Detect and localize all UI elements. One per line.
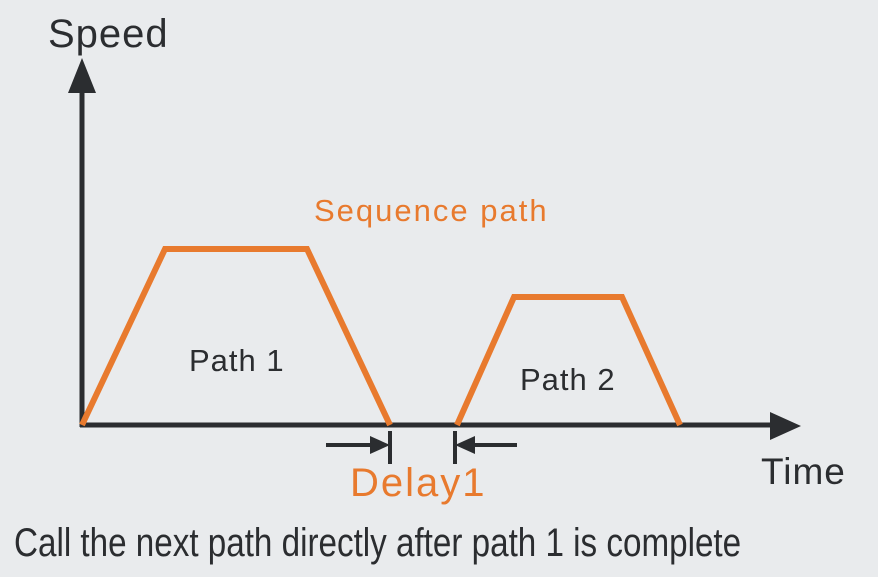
path1-label: Path 1 xyxy=(189,343,285,378)
y-axis-label: Speed xyxy=(48,12,169,56)
path2-label: Path 2 xyxy=(520,362,616,397)
delay-label: Delay1 xyxy=(350,461,487,505)
sequence-path-label: Sequence path xyxy=(314,193,549,228)
x-axis-arrowhead xyxy=(770,412,801,440)
path2-profile xyxy=(454,294,683,427)
y-axis-arrowhead xyxy=(68,58,96,93)
delay-arrow-left xyxy=(453,431,517,464)
path1-profile xyxy=(79,246,393,427)
x-axis-label: Time xyxy=(761,451,846,492)
caption: Call the next path directly after path 1… xyxy=(14,521,742,565)
delay-arrow-right xyxy=(326,431,392,464)
